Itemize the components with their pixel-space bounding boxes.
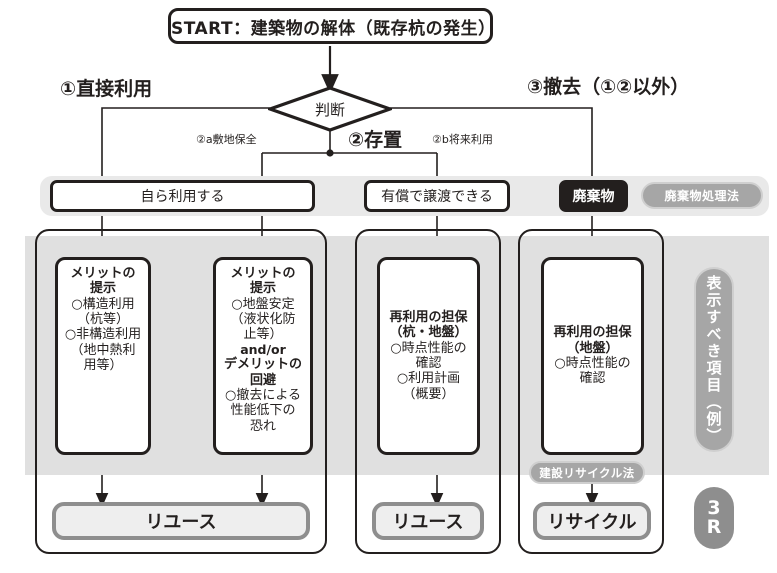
detail-line: ○利用計画 bbox=[396, 371, 461, 387]
detail-line: 回避 bbox=[249, 372, 276, 388]
law-badge-construction-recycling: 建設リサイクル法 bbox=[529, 461, 645, 484]
branch-label-direct-use: ①直接利用 bbox=[60, 78, 153, 100]
branch-label-future-use: ②b将来利用 bbox=[432, 133, 493, 146]
option-box-self-use: 自ら利用する bbox=[50, 180, 315, 212]
three-r-badge: 3 R bbox=[694, 487, 734, 549]
side-vertical-label-text: 表示すべき項目（例） bbox=[704, 274, 723, 445]
option-label: 自ら利用する bbox=[140, 189, 225, 205]
detail-box-merit-structural: メリットの 提示 ○構造利用 （杭等） ○非構造利用 （地中熱利 用等） bbox=[55, 257, 151, 455]
detail-line: メリットの bbox=[230, 266, 296, 281]
branch-label-site-preservation: ②a敷地保全 bbox=[196, 133, 257, 146]
detail-line: 提示 bbox=[89, 281, 116, 297]
detail-line: （概要） bbox=[402, 386, 455, 402]
detail-line: （杭等） bbox=[76, 311, 129, 327]
side-vertical-label: 表示すべき項目（例） bbox=[694, 267, 734, 452]
branch-label-retention: ②存置 bbox=[348, 129, 403, 151]
law-badge-label: 廃棄物処理法 bbox=[664, 189, 740, 203]
option-box-waste: 廃棄物 bbox=[559, 180, 628, 212]
detail-box-reuse-ground: 再利用の担保 （地盤） ○時点性能の 確認 bbox=[541, 257, 644, 455]
detail-line: 確認 bbox=[415, 356, 442, 371]
detail-line: 再利用の担保 bbox=[553, 325, 632, 341]
detail-line: 止等） bbox=[243, 327, 283, 343]
outcome-label: リユース bbox=[145, 512, 217, 533]
detail-line: ○時点性能の bbox=[390, 340, 467, 356]
group-box-removal bbox=[518, 229, 664, 554]
detail-line: ○地盤安定 bbox=[231, 296, 295, 312]
law-badge-waste-management: 廃棄物処理法 bbox=[641, 182, 763, 209]
option-label: 有償で譲渡できる bbox=[381, 189, 493, 205]
detail-line: ○非構造利用 bbox=[64, 327, 142, 343]
detail-line: 確認 bbox=[579, 371, 606, 387]
outcome-box-reuse-left: リユース bbox=[52, 502, 310, 540]
detail-line: and/or bbox=[240, 341, 286, 357]
detail-line: ○撤去による bbox=[225, 388, 301, 404]
branch-label-removal: ③撤去（①②以外） bbox=[527, 76, 690, 98]
detail-line: 再利用の担保 bbox=[389, 310, 468, 326]
law-badge-label: 建設リサイクル法 bbox=[539, 465, 635, 480]
detail-line: （地中熱利 bbox=[70, 342, 136, 358]
detail-line: 恐れ bbox=[249, 418, 276, 434]
detail-box-reuse-pile-ground: 再利用の担保 （杭・地盤） ○時点性能の 確認 ○利用計画 （概要） bbox=[377, 257, 480, 455]
option-label: 廃棄物 bbox=[572, 189, 615, 205]
detail-line: （液状化防 bbox=[230, 311, 296, 327]
detail-line: メリットの bbox=[70, 266, 136, 281]
detail-line: （杭・地盤） bbox=[389, 325, 468, 341]
decision-label: 判断 bbox=[314, 100, 345, 119]
detail-line: ○時点性能の bbox=[554, 356, 631, 371]
outcome-box-recycle: リサイクル bbox=[533, 502, 651, 540]
outcome-box-reuse-middle: リユース bbox=[372, 502, 484, 540]
outcome-label: リユース bbox=[392, 512, 464, 533]
group-box-retention bbox=[355, 229, 501, 554]
decision-node: 判断 bbox=[268, 86, 392, 132]
detail-line: （地盤） bbox=[566, 340, 619, 356]
start-label: START：建築物の解体（既存杭の発生） bbox=[171, 18, 496, 39]
detail-box-merit-ground: メリットの 提示 ○地盤安定 （液状化防 止等） and/or デメリットの 回… bbox=[213, 257, 313, 455]
outcome-label: リサイクル bbox=[547, 512, 637, 533]
detail-line: デメリットの bbox=[223, 357, 302, 373]
option-box-paid-transfer: 有償で譲渡できる bbox=[364, 180, 510, 212]
detail-line: 提示 bbox=[249, 281, 276, 297]
detail-line: 用等） bbox=[83, 357, 123, 373]
group-box-direct-use bbox=[35, 229, 327, 554]
three-r-bottom: R bbox=[706, 516, 722, 538]
detail-line: 性能低下の bbox=[230, 403, 296, 419]
detail-line: ○構造利用 bbox=[71, 296, 135, 312]
start-node: START：建築物の解体（既存杭の発生） bbox=[168, 8, 496, 44]
three-r-top: 3 bbox=[707, 497, 721, 519]
